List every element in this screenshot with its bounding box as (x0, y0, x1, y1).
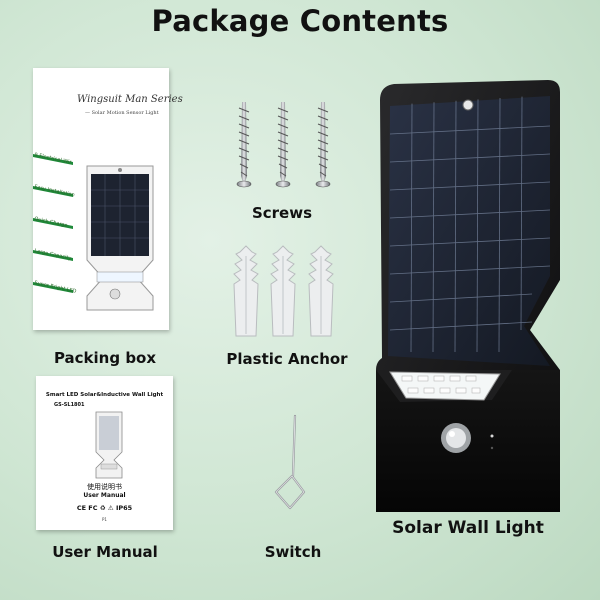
manual-page-number: P1 (102, 517, 107, 522)
caption-packing-box: Packing box (53, 349, 157, 367)
caption-solar-wall-light: Solar Wall Light (392, 518, 544, 538)
caption-plastic-anchor: Plastic Anchor (226, 350, 348, 368)
box-green-stripes (33, 154, 73, 293)
screws-image (236, 101, 331, 188)
manual-certifications: CE FC ♻ ⚠ IP65 (76, 504, 133, 512)
page-title: Package Contents (151, 4, 449, 38)
manual-title: User Manual (83, 492, 126, 499)
screw-1 (236, 101, 252, 188)
plastic-anchors-image (233, 245, 334, 337)
switch-pin-image (274, 414, 306, 510)
solar-wall-light-image (376, 80, 560, 512)
box-series-title: Wingsuit Man Series (77, 94, 183, 105)
packing-box-image: Wingsuit Man Series — Solar Motion Senso… (33, 68, 183, 330)
manual-chinese-title: 使用说明书 (87, 483, 122, 491)
box-subtitle: — Solar Motion Sensor Light (85, 110, 159, 116)
caption-switch: Switch (264, 543, 322, 561)
screw-3 (315, 101, 331, 188)
box-light-illustration (86, 165, 154, 311)
user-manual-image: Smart LED Solar&Inductive Wall Light GS-… (36, 376, 173, 530)
caption-user-manual: User Manual (52, 543, 158, 561)
screw-2 (275, 101, 291, 188)
manual-model: GS-SL1801 (54, 402, 85, 408)
manual-heading: Smart LED Solar&Inductive Wall Light (45, 392, 164, 398)
caption-screws: Screws (251, 204, 313, 222)
manual-light-illustration (95, 411, 123, 479)
